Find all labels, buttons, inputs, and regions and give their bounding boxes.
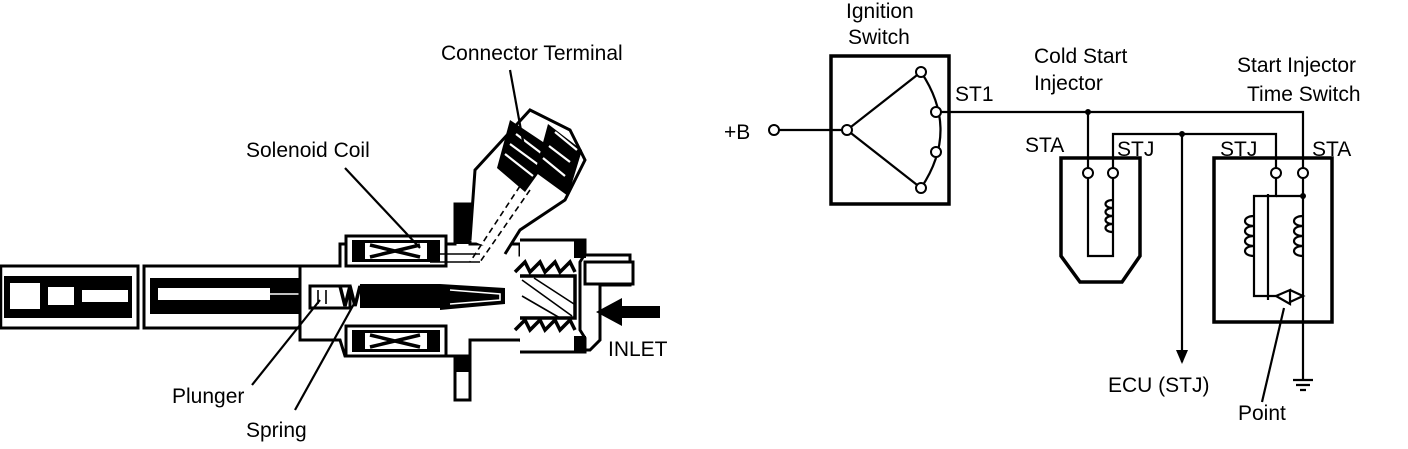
stj-left-label: STJ: [1117, 138, 1154, 161]
injector-pipe-mid: [142, 264, 306, 330]
point-label: Point: [1238, 402, 1286, 425]
sta-left-label: STA: [1025, 134, 1064, 157]
cold-start-label-1: Cold Start: [1034, 45, 1128, 68]
inlet-arrow-icon: [596, 298, 660, 326]
plus-b-label: +B: [724, 121, 750, 144]
connector-terminal: [468, 108, 587, 263]
ecu-label: ECU (STJ): [1108, 374, 1210, 397]
cold-start-injector: [1059, 156, 1142, 284]
solenoid-leader: [344, 167, 421, 249]
junction-st1: [1085, 109, 1091, 115]
ignition-switch-label-1: Ignition: [846, 0, 914, 23]
inlet-label: INLET: [608, 338, 668, 361]
injector-cross-section: Connector Terminal Solenoid Coil Plunger…: [0, 42, 668, 442]
sta-right-label: STA: [1312, 138, 1351, 161]
ecu-arrow-icon: [1176, 350, 1188, 364]
connector-terminal-label: Connector Terminal: [441, 42, 623, 65]
plunger-spring: [308, 284, 382, 310]
circuit-diagram: Ignition Switch +B ST1 Cold Start Inject…: [724, 0, 1361, 425]
plunger-label: Plunger: [172, 385, 244, 408]
stj-right-label: STJ: [1220, 138, 1257, 161]
time-switch-label-1: Start Injector: [1237, 54, 1356, 77]
solenoid-coil-label: Solenoid Coil: [246, 139, 370, 162]
spring-leader: [294, 301, 356, 411]
connector-leader: [508, 69, 527, 153]
plunger-leader: [251, 299, 321, 386]
injector-pipe-left: [0, 264, 140, 330]
ground-icon: [1293, 378, 1313, 392]
ignition-switch-label-2: Switch: [848, 26, 910, 49]
junction-stj: [1179, 131, 1185, 137]
spring-label: Spring: [246, 419, 307, 442]
time-switch-label-2: Time Switch: [1247, 83, 1361, 106]
start-injector-time-switch: [1212, 156, 1334, 392]
stj-wire: [1111, 132, 1278, 168]
st1-label: ST1: [955, 83, 994, 106]
st1-wire: [941, 110, 1305, 168]
ignition-switch: [768, 54, 951, 206]
solenoid-coil: [344, 234, 480, 358]
cold-start-label-2: Injector: [1034, 72, 1103, 95]
point-leader: [1260, 307, 1286, 403]
